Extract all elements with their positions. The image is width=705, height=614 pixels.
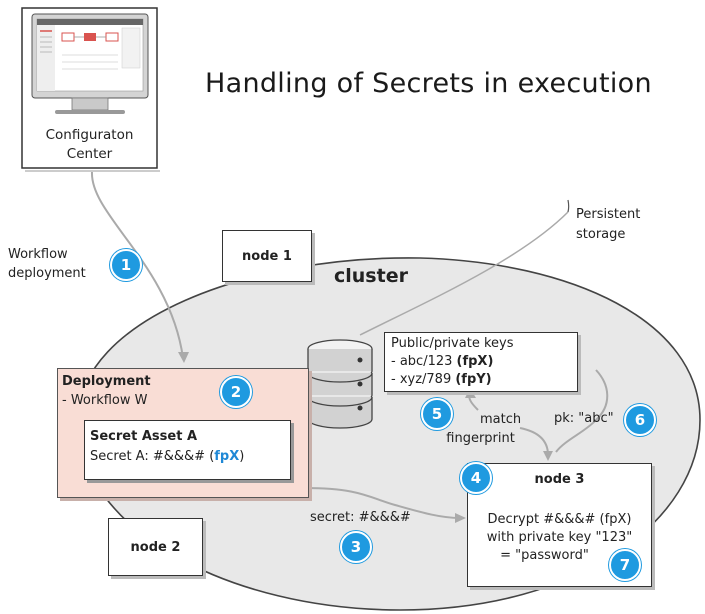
match-line1: match [480,412,522,427]
key-entry-text: - abc/123 [391,354,457,369]
deployment-title: Deployment [62,374,151,389]
config-center-line1: Configuraton [45,127,134,143]
monitor-icon [31,13,149,114]
workflow-label-line1: Workflow [8,247,68,262]
config-center-line2: Center [66,146,113,162]
cluster-label: cluster [334,265,408,287]
workflow-label-line2: deployment [8,266,86,281]
step-badge-5: 5 [421,398,453,430]
step-badge-7: 7 [609,549,641,581]
step-badge-3: 3 [340,531,372,563]
secret-asset-title: Secret Asset A [90,429,198,444]
node-2-box: node 2 [108,518,203,576]
step-badge-4: 4 [460,462,492,494]
key-entry: - xyz/789 (fpY) [391,372,492,387]
keys-box: Public/private keys - abc/123 (fpX) - xy… [384,332,578,392]
key-entry-fingerprint: (fpX) [456,354,494,369]
step-badge-6: 6 [624,404,656,436]
persistent-line2: storage [576,227,626,242]
page-title: Handling of Secrets in execution [205,68,652,99]
key-entry: - abc/123 (fpX) [391,354,493,369]
node-1-box: node 1 [222,230,312,282]
secret-fingerprint: fpX [214,449,240,464]
node-3-box: node 3 Decrypt #&&&# (fpX) with private … [467,463,652,587]
decrypt-line1: Decrypt #&&&# (fpX) [487,512,632,527]
decrypt-line2: with private key "123" [486,530,633,545]
deployment-workflow-item: - Workflow W [62,393,148,408]
decrypt-line3: = "password" [500,548,589,563]
node-1-label: node 1 [242,248,292,264]
secret-asset-value: Secret A: #&&&# (fpX) [90,449,244,464]
key-entry-text: - xyz/789 [391,372,456,387]
persistent-line1: Persistent [576,207,641,222]
secret-value-suffix: ) [239,449,245,464]
match-line2: fingerprint [446,431,515,446]
step-badge-2: 2 [220,376,252,408]
workflow-deployment-label: Workflow deployment [8,245,86,283]
node-3-title: node 3 [534,472,585,487]
keys-title: Public/private keys [391,336,514,351]
secret-asset-box: Secret Asset A Secret A: #&&&# (fpX) [84,420,291,480]
step-badge-1: 1 [110,249,142,281]
key-entry-fingerprint: (fpY) [455,372,492,387]
match-fingerprint-label: match fingerprint [440,410,521,448]
config-center-label: Configuraton Center [22,126,157,164]
secret-transfer-label: secret: #&&&# [310,510,411,525]
database-icon [307,339,373,429]
node-2-label: node 2 [130,539,181,555]
persistent-storage-label: Persistent storage [576,205,640,245]
pk-label: pk: "abc" [554,411,614,426]
secret-value-prefix: Secret A: #&&&# ( [90,449,215,464]
